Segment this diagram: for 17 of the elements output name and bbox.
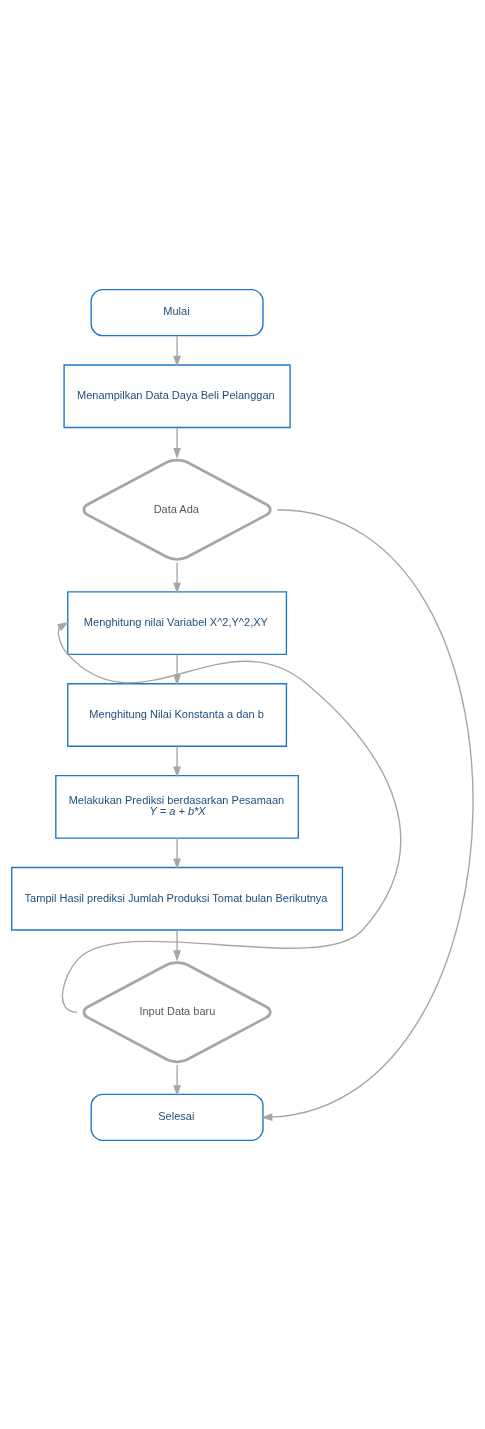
arrow (173, 745, 181, 778)
arrow (173, 928, 181, 961)
arrow (173, 653, 181, 686)
node-box: Menghitung nilai Variabel X^2,Y^2,XY (67, 590, 288, 655)
node-box: Selesai (90, 1093, 264, 1141)
arrow (173, 1063, 181, 1096)
node-box: Menghitung Nilai Konstanta a dan b (67, 682, 288, 747)
arrow (261, 508, 474, 1121)
arrow (173, 837, 181, 869)
arrow (173, 426, 181, 459)
node-box: Menampilkan Data Daya Beli Pelanggan (63, 363, 291, 428)
node-box: Melakukan Prediksi berdasarkan Pesamaan Y = a + b*X (55, 774, 300, 839)
node-box: Mulai (90, 288, 264, 336)
node-box: Tampil Hasil prediksi Jumlah Produksi Tomat bulan Berikutnya (11, 866, 344, 931)
arrow (57, 621, 402, 1013)
arrow (173, 561, 181, 594)
arrow (173, 334, 181, 367)
